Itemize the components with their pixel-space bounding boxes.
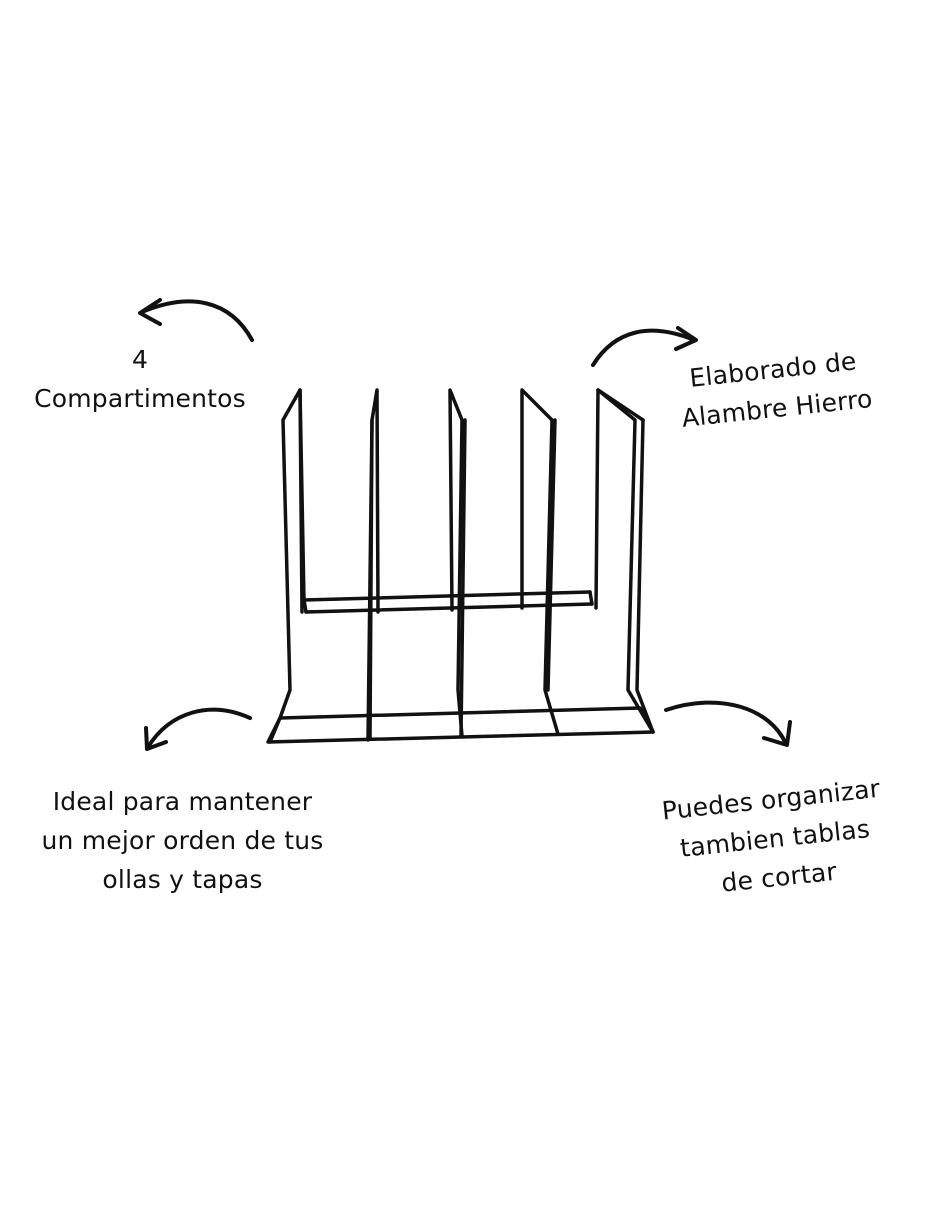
arrow-top-right-icon (591, 326, 698, 367)
callout-line: ollas y tapas (102, 865, 263, 894)
arrow-bottom-right-icon (664, 700, 792, 747)
callout-line: un mejor orden de tus (41, 826, 324, 855)
arrow-top-left-icon (138, 298, 254, 342)
arrow-bottom-left-icon (144, 707, 252, 751)
callout-compartments: 4 Compartimentos (10, 340, 270, 418)
callout-ideal: Ideal para mantener un mejor orden de tu… (10, 782, 355, 899)
wire-rack (266, 388, 655, 744)
callout-line: Compartimentos (34, 384, 246, 413)
callout-line: Ideal para mantener (52, 787, 313, 816)
callout-line: 4 (131, 345, 149, 374)
